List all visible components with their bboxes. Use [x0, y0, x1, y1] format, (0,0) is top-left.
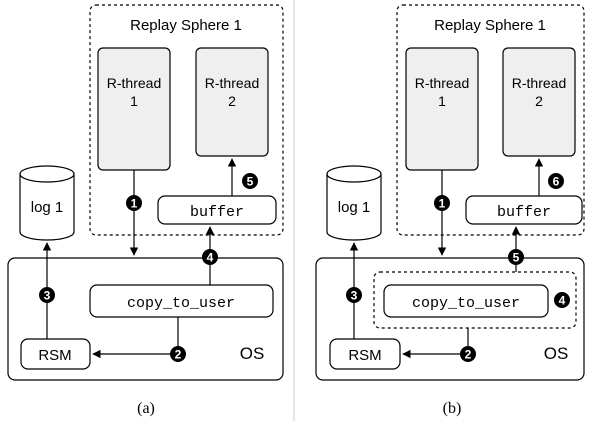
svg-text:1: 1 — [131, 197, 138, 211]
rsm-label: RSM — [38, 347, 71, 364]
svg-text:1: 1 — [439, 197, 446, 211]
buffer-box — [465, 195, 583, 225]
r-thread-2-number: 2 — [228, 93, 236, 109]
buffer-label: buffer — [190, 204, 244, 221]
os-box — [315, 257, 585, 381]
r-thread-1-label: R-thread — [107, 75, 161, 91]
svg-text:4: 4 — [207, 251, 214, 265]
r-thread-2 — [195, 47, 269, 157]
r-thread-1 — [405, 47, 479, 171]
replay-sphere-label: Replay Sphere 1 — [130, 17, 242, 34]
r-thread-1 — [97, 47, 171, 171]
step-badge-2: 2 — [170, 346, 186, 362]
svg-text:3: 3 — [351, 289, 358, 303]
r-thread-1-label: R-thread — [415, 75, 469, 91]
svg-text:2: 2 — [465, 348, 472, 362]
copy-to-user-box — [89, 284, 274, 318]
copy-to-user-label: copy_to_user — [412, 295, 520, 312]
svg-text:5: 5 — [247, 175, 254, 189]
os-label: OS — [544, 344, 569, 363]
log-cylinder — [326, 165, 382, 241]
step-badge-3: 3 — [39, 287, 55, 303]
log-label: log 1 — [31, 199, 64, 216]
replay-sphere-box — [396, 4, 585, 236]
panel-a: Replay Sphere 1 R-thread 1 R-thread 2 bu… — [7, 4, 284, 417]
arrow-2 — [92, 317, 179, 359]
rsm-box — [329, 338, 401, 370]
replay-sphere-label: Replay Sphere 1 — [434, 17, 546, 34]
svg-text:2: 2 — [175, 348, 182, 362]
svg-text:3: 3 — [44, 289, 51, 303]
rsm-label: RSM — [348, 347, 381, 364]
replay-sphere-box — [89, 4, 284, 236]
step-badge-5: 5 — [508, 249, 524, 265]
panel-b: Replay Sphere 1 R-thread 1 R-thread 2 bu… — [315, 4, 585, 417]
step-badge-6: 6 — [548, 173, 564, 189]
r-thread-2-label: R-thread — [205, 75, 259, 91]
copy-to-user-label: copy_to_user — [127, 295, 235, 312]
r-thread-1-number: 1 — [438, 93, 446, 109]
os-label: OS — [240, 344, 265, 363]
caption-a: (a) — [137, 400, 155, 417]
r-thread-2-label: R-thread — [512, 75, 566, 91]
svg-text:4: 4 — [559, 294, 566, 308]
r-thread-2-number: 2 — [535, 93, 543, 109]
caption-b: (b) — [443, 400, 462, 417]
step-badge-4: 4 — [554, 292, 570, 308]
arrow-2 — [402, 328, 469, 359]
step-badge-2: 2 — [460, 346, 476, 362]
svg-text:5: 5 — [513, 251, 520, 265]
log-cylinder — [19, 165, 75, 241]
step-badge-3: 3 — [346, 287, 362, 303]
buffer-box — [157, 195, 277, 225]
log-label: log 1 — [338, 199, 371, 216]
copy-to-user-box — [383, 284, 549, 318]
buffer-label: buffer — [497, 204, 551, 221]
r-thread-1-number: 1 — [130, 93, 138, 109]
step-badge-5: 5 — [242, 173, 258, 189]
step-badge-4: 4 — [202, 249, 218, 265]
step-badge-1: 1 — [434, 195, 450, 211]
step-badge-1: 1 — [126, 195, 142, 211]
rsm-box — [20, 338, 91, 370]
os-box — [7, 257, 284, 381]
svg-text:6: 6 — [553, 175, 560, 189]
r-thread-2 — [502, 47, 576, 157]
